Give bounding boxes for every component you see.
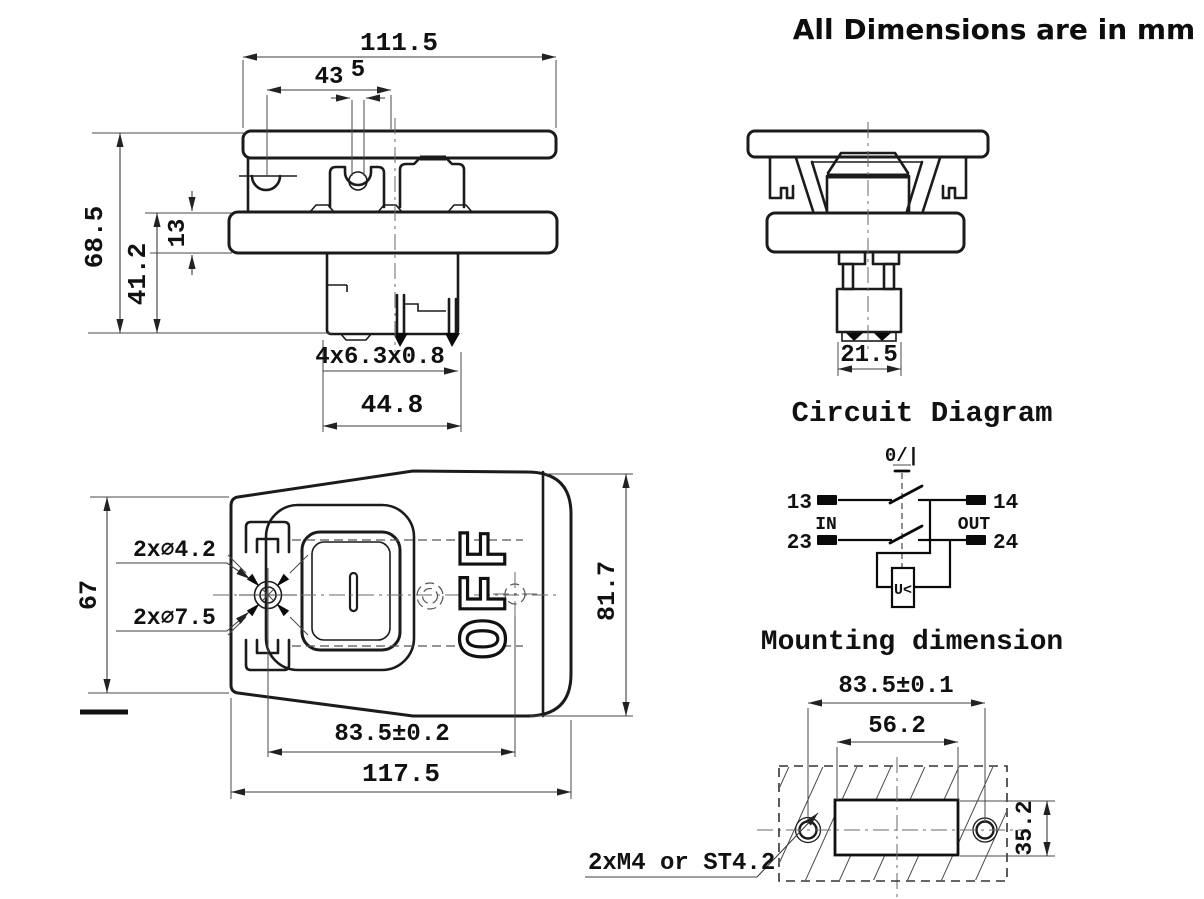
top-clip-upper <box>244 520 291 554</box>
actuator-symbol: 0/| <box>885 445 919 467</box>
terminal-24-label: 24 <box>993 532 1018 555</box>
front-terminal-right <box>447 297 458 338</box>
side-view: 21.5 <box>746 122 990 376</box>
panel-outline <box>778 765 1008 882</box>
dim-83-5-02-label: 83.5±0.2 <box>334 721 449 748</box>
front-lid <box>241 129 558 160</box>
screw-leader <box>585 812 819 878</box>
button-bezel <box>300 530 402 652</box>
circuit-title: Circuit Diagram <box>791 397 1052 430</box>
button-slot <box>348 571 359 613</box>
screw-note: 2xM4 or ST4.2 <box>588 850 775 877</box>
terminal-14-label: 14 <box>993 492 1018 515</box>
in-label: IN <box>815 515 837 535</box>
contact-blade-2 <box>888 524 924 545</box>
dim-43-label: 43 <box>315 64 344 91</box>
button-face <box>311 541 391 641</box>
terminal-23-label: 23 <box>787 532 812 555</box>
dim-13-label: 13 <box>165 219 192 248</box>
terminal-14 <box>966 495 986 505</box>
dim-41-2-label: 41.2 <box>123 243 153 305</box>
coil-label: U< <box>894 582 912 599</box>
front-roller <box>250 174 282 192</box>
front-view: 111.5 43 5 68.5 41.2 13 4x6.3x0.8 44.8 <box>80 28 559 432</box>
dim-terminals-label: 4x6.3x0.8 <box>315 344 445 371</box>
dim-68-5-label: 68.5 <box>80 206 110 268</box>
front-base-plate <box>227 210 559 255</box>
front-lower-body <box>325 251 460 336</box>
dim-56-2-label: 56.2 <box>868 713 926 740</box>
terminal-13 <box>817 495 837 505</box>
front-terminal-left <box>395 293 406 338</box>
dim-67-label: 67 <box>75 580 104 610</box>
hidden-hole-mid <box>416 582 444 610</box>
dim-117-5-label: 117.5 <box>362 759 440 789</box>
dim-111-5-label: 111.5 <box>360 28 438 58</box>
mounting-view: Mounting dimension 83.5±0.1 56.2 35.2 2x… <box>585 627 1063 898</box>
units-note: All Dimensions are in mm <box>793 13 1195 46</box>
top-body-outline <box>229 469 573 718</box>
front-latch-block <box>328 165 386 209</box>
circuit-diagram: Circuit Diagram 0/| U< 13 14 IN OUT 23 2… <box>787 397 1053 609</box>
contact-blade-1 <box>888 484 924 505</box>
terminal-24 <box>966 535 986 545</box>
dim-44-8-label: 44.8 <box>361 390 423 420</box>
dim-21-5-label: 21.5 <box>840 342 898 369</box>
mounting-title: Mounting dimension <box>761 627 1063 658</box>
dim-5-label: 5 <box>351 57 365 84</box>
dim-83-5-01-label: 83.5±0.1 <box>838 673 953 700</box>
undervoltage-coil-box <box>890 566 916 609</box>
terminal-23 <box>817 535 837 545</box>
dim-35-2-label: 35.2 <box>1012 800 1038 855</box>
hole-large-label: 2x∅7.5 <box>133 605 216 631</box>
hole-small-label: 2x∅4.2 <box>133 537 216 563</box>
out-label: OUT <box>958 515 991 535</box>
off-marking: OFF <box>449 525 526 659</box>
top-view: OFF 2x∅4.2 2x∅7.5 67 83.5±0.2 117.5 81.7 <box>75 469 633 799</box>
terminal-13-label: 13 <box>787 492 812 515</box>
dim-81-7-label: 81.7 <box>593 561 622 621</box>
